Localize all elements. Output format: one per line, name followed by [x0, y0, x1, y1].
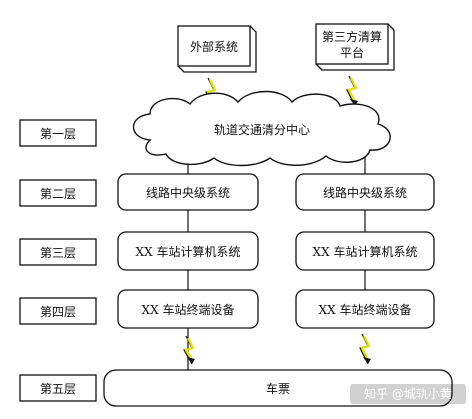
svg-text:知乎 @城轨小黄: 知乎 @城轨小黄 [364, 387, 452, 401]
svg-text:XX 车站终端设备: XX 车站终端设备 [319, 302, 412, 317]
svg-text:轨道交通清分中心: 轨道交通清分中心 [214, 122, 310, 137]
zhihu-watermark: 知乎 @城轨小黄 [350, 384, 466, 404]
svg-text:第四层: 第四层 [40, 305, 76, 319]
svg-text:XX 车站终端设备: XX 车站终端设备 [142, 302, 235, 317]
right-line-central-system: 线路中央级系统 [295, 173, 435, 211]
wireless-link-icon [346, 75, 358, 107]
wireless-link-icon [183, 335, 195, 365]
svg-text:XX 车站计算机系统: XX 车站计算机系统 [136, 244, 241, 259]
svg-text:第一层: 第一层 [40, 127, 76, 141]
svg-text:线路中央级系统: 线路中央级系统 [146, 185, 230, 200]
left-station-terminal-equipment: XX 车站终端设备 [117, 289, 259, 329]
svg-text:第二层: 第二层 [40, 187, 76, 201]
svg-text:第三方清算: 第三方清算 [322, 29, 382, 44]
svg-text:第五层: 第五层 [40, 382, 76, 396]
right-station-terminal-equipment: XX 车站终端设备 [295, 289, 435, 329]
svg-text:XX 车站计算机系统: XX 车站计算机系统 [313, 244, 418, 259]
svg-text:平台: 平台 [340, 45, 364, 60]
wireless-link-icon [359, 333, 371, 365]
external-system-box: 外部系统 [177, 25, 257, 73]
left-line-central-system: 线路中央级系统 [117, 173, 259, 211]
left-station-computer-system: XX 车站计算机系统 [117, 231, 259, 271]
layer-label-3: 第三层 [19, 238, 97, 266]
svg-text:外部系统: 外部系统 [190, 39, 238, 54]
layer-label-2: 第二层 [19, 179, 97, 207]
right-station-computer-system: XX 车站计算机系统 [295, 231, 435, 271]
third-party-clearing-box: 第三方清算 平台 [315, 23, 395, 71]
svg-text:线路中央级系统: 线路中央级系统 [323, 185, 407, 200]
layer-label-4: 第四层 [19, 297, 97, 325]
svg-text:车票: 车票 [266, 381, 290, 396]
clearing-center-cloud: 轨道交通清分中心 [133, 90, 391, 167]
layer-label-1: 第一层 [19, 119, 97, 147]
svg-text:第三层: 第三层 [40, 246, 76, 260]
ticket-box: 车票 [103, 369, 453, 407]
layer-label-5: 第五层 [19, 374, 97, 402]
